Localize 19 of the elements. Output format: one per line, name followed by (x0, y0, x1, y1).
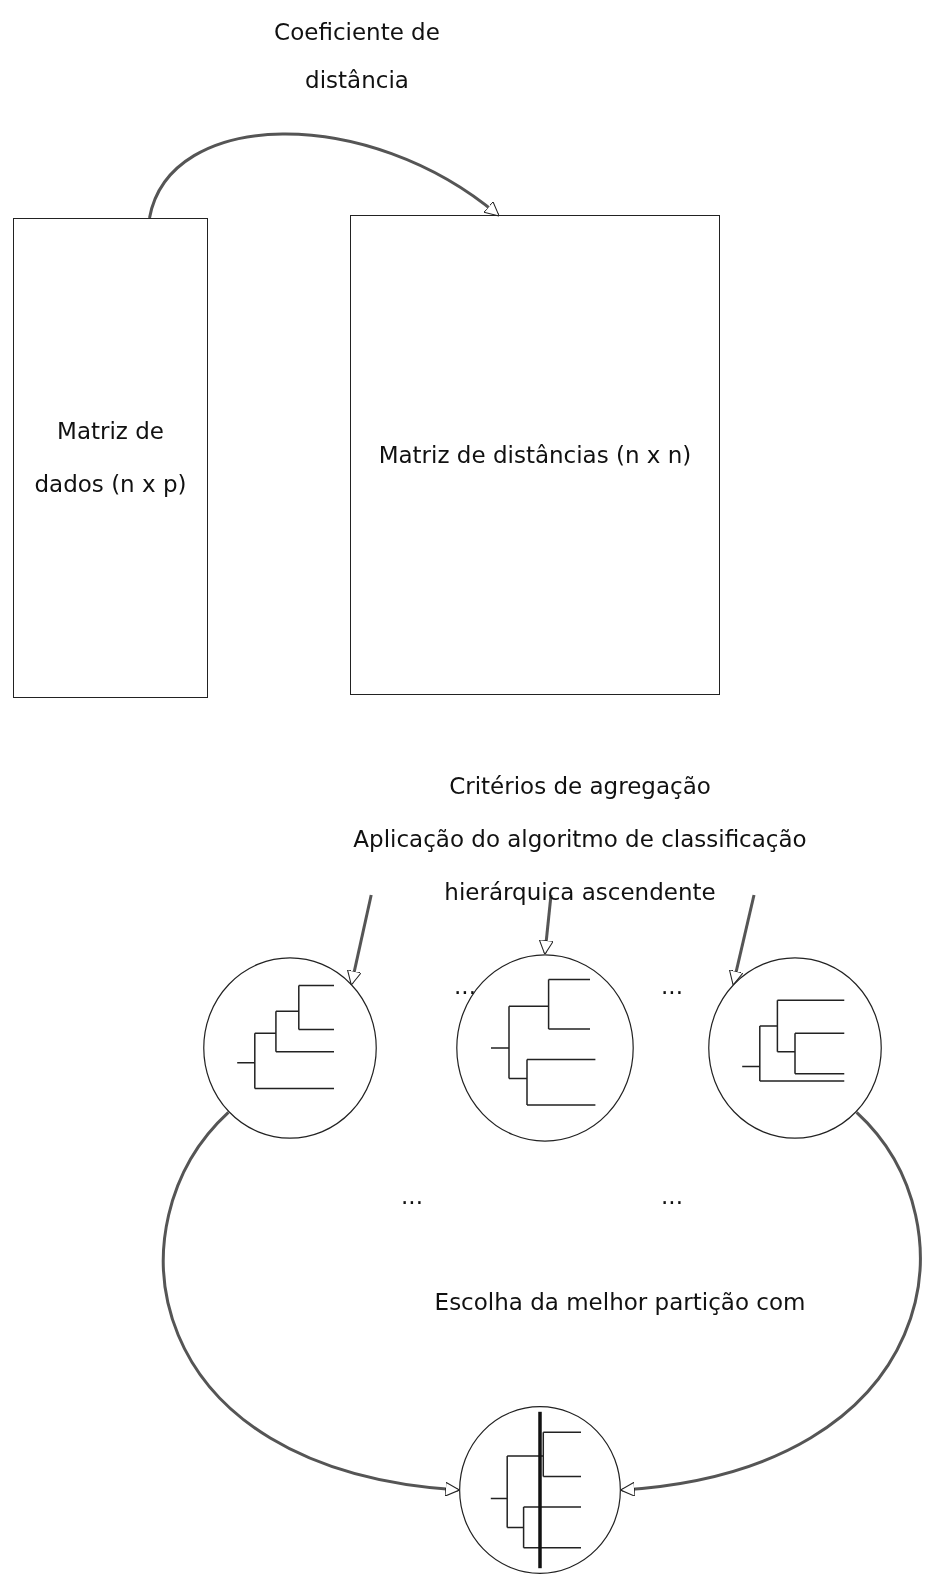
step-text: Aplicação do algoritmo de classificação hierárquica ascendente (352, 824, 808, 907)
note-text: ... (401, 1182, 423, 1211)
note-text: Escolha da melhor partição com (434, 1288, 806, 1317)
arrow (346, 894, 373, 986)
dendrogram-circle (202, 956, 378, 1140)
note-text: ... (661, 1182, 683, 1211)
dendrogram-circle (458, 1405, 622, 1575)
arrow (148, 132, 500, 219)
arrow (162, 1111, 460, 1496)
process-box: Matriz de dados (n x p) (13, 218, 208, 698)
arrow (620, 1111, 922, 1496)
note-text: ... (454, 972, 476, 1001)
arrow (538, 894, 554, 955)
arrow (728, 894, 756, 986)
step-text: Critérios de agregação (448, 772, 712, 801)
process-box: Matriz de distâncias (n x n) (350, 215, 720, 695)
dendrogram-circle (455, 953, 635, 1143)
dendrogram-circle (707, 956, 883, 1140)
note-text: ... (661, 972, 683, 1001)
